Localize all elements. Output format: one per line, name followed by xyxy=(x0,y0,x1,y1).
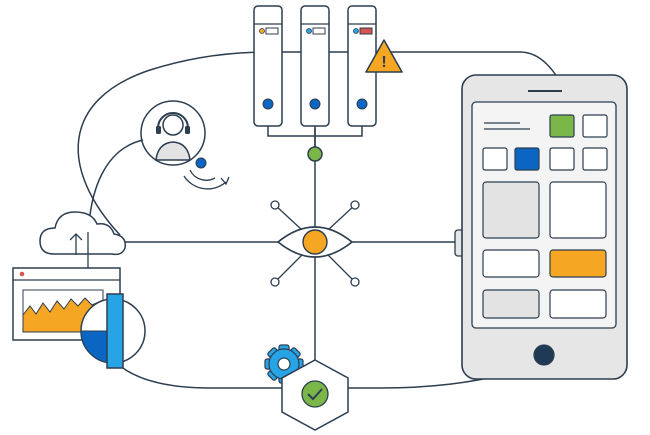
server-junction-node xyxy=(307,146,323,162)
agent-connector xyxy=(89,139,144,216)
checkmark-icon xyxy=(281,359,349,431)
server-icon xyxy=(253,5,283,127)
eye-icon xyxy=(270,200,360,287)
server-icon xyxy=(300,5,330,127)
cloud-sync-icon xyxy=(39,211,127,276)
analytics-dashboard-icon xyxy=(12,267,146,369)
headset-agent-icon xyxy=(140,100,230,190)
warning-glyph: ! xyxy=(381,54,386,71)
warning-icon: ! xyxy=(365,39,403,73)
server-icon xyxy=(347,5,377,127)
mobile-phone-icon xyxy=(454,74,628,380)
server-rack xyxy=(253,5,377,127)
